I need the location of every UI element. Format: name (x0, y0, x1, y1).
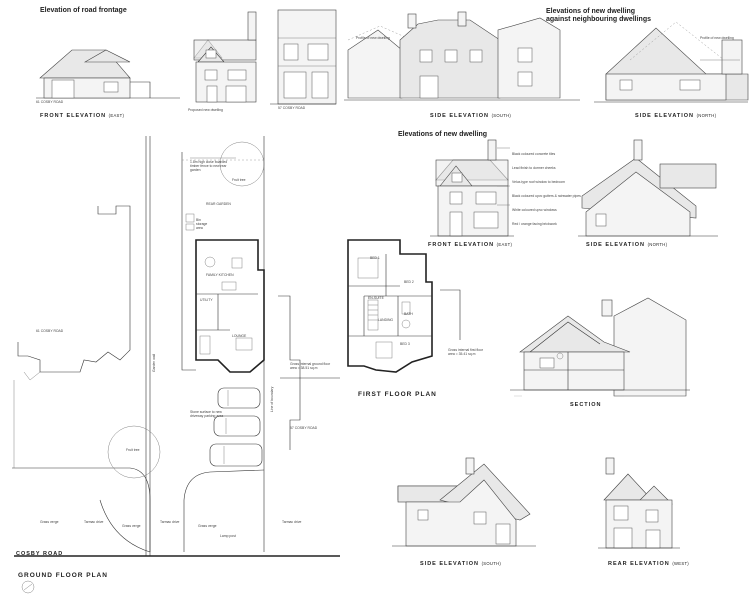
label-side-elevation-north: SIDE ELEVATION (NORTH) (586, 242, 668, 248)
room-bed-1: BED 1 (370, 256, 380, 260)
rear-elevation-west-drawing (598, 457, 680, 549)
room-bin-storage: Bin storage area (196, 218, 208, 230)
first-floor-plan (347, 239, 461, 373)
note-garden-wall: Garden wall (152, 353, 156, 372)
label-section: SECTION (570, 402, 602, 408)
label-first-floor-plan: FIRST FLOOR PLAN (358, 391, 437, 398)
section-drawing (510, 297, 690, 397)
room-utility: UTILITY (200, 298, 213, 302)
front-elevation-east-drawing (430, 139, 514, 237)
label-rear-elevation-west: REAR ELEVATION (WEST) (608, 561, 689, 567)
north-elevation-neighbours-drawing (594, 21, 749, 103)
note-fruit-tree-bottom: Fruit tree (126, 448, 140, 452)
ground-floor-site-plan (12, 136, 340, 594)
south-elevation-neighbours-drawing (344, 11, 580, 101)
note-fruit-tree-top: Fruit tree (232, 178, 246, 182)
note-driveway: Stone surface to new driveway parking ar… (190, 410, 224, 418)
room-rear-garden: REAR GARDEN (206, 202, 231, 206)
note-grass-verge-2: Grass verge (122, 524, 141, 528)
room-bath: BATH (404, 312, 413, 316)
heading-road-frontage: Elevation of road frontage (40, 7, 127, 14)
note-fence: 1.8m high close boarded timber fence to … (190, 160, 228, 172)
room-en-suite: EN-SUITE (368, 296, 384, 300)
label-57-cosby-plan: 57 COSBY ROAD (290, 426, 318, 430)
heading-neighbours-line1: Elevations of new dwelling (546, 8, 636, 15)
heading-neighbours-line2: against neighbouring dwellings (546, 16, 652, 23)
note-lamp-post: Lamp post (220, 534, 236, 538)
heading-new-dwelling: Elevations of new dwelling (398, 131, 488, 138)
note-tarmac-2: Tarmac drive (160, 520, 180, 524)
note-proposed-dwelling: Proposed new dwelling (188, 108, 223, 112)
label-side-elevation-south-top: SIDE ELEVATION (SOUTH) (430, 113, 512, 119)
material-note-3: Velux-type roof window to bedroom (512, 180, 565, 184)
label-side-elevation-south: SIDE ELEVATION (SOUTH) (420, 561, 502, 567)
room-bed-2: BED 2 (404, 280, 414, 284)
room-lounge: LOUNGE (232, 334, 247, 338)
note-boundary: Line of boundary (270, 386, 274, 412)
frontage-61-cosby-drawing (36, 49, 180, 99)
note-gia-ground: Gross internal ground floor area = 38.51… (290, 362, 331, 370)
room-family-kitchen: FAMILY KITCHEN (206, 273, 234, 277)
label-61-cosby-plan: 61 COSBY ROAD (36, 329, 64, 333)
material-note-4: Black coloured upvc gutters & rainwater … (512, 194, 581, 198)
frontage-proposed-drawing (193, 11, 257, 103)
side-elevation-south-drawing (392, 457, 536, 547)
material-note-1: Black coloured concrete tiles (512, 152, 556, 156)
label-ground-floor-plan: GROUND FLOOR PLAN (18, 572, 108, 579)
note-57-cosby: 57 COSBY ROAD (278, 106, 306, 110)
material-note-5: White coloured upvc windows (512, 208, 557, 212)
room-bed-3: BED 3 (400, 342, 410, 346)
material-note-2: Lead finish to dormer cheeks (512, 166, 556, 170)
note-profile-south: Profile of new dwelling (356, 36, 390, 40)
label-cosby-road: COSBY ROAD (16, 551, 64, 557)
note-profile-north: Profile of new dwelling (700, 36, 734, 40)
note-tarmac-1: Tarmac drive (84, 520, 104, 524)
room-landing: LANDING (378, 318, 394, 322)
note-tarmac-3: Tarmac drive (282, 520, 302, 524)
label-side-elevation-north-top: SIDE ELEVATION (NORTH) (635, 113, 717, 119)
material-note-6: Red / orange facing brickwork (512, 222, 557, 226)
note-61-cosby: 61 COSBY ROAD (36, 100, 64, 104)
note-grass-verge-1: Grass verge (40, 520, 59, 524)
note-grass-verge-3: Grass verge (198, 524, 217, 528)
label-front-elevation-east: FRONT ELEVATION (EAST) (428, 242, 513, 248)
note-gia-first: Gross internal first floor area = 35.41 … (448, 348, 484, 356)
side-elevation-north-drawing (578, 139, 718, 237)
frontage-57-cosby-drawing (270, 9, 337, 105)
label-front-elevation-top: FRONT ELEVATION (EAST) (40, 113, 125, 119)
